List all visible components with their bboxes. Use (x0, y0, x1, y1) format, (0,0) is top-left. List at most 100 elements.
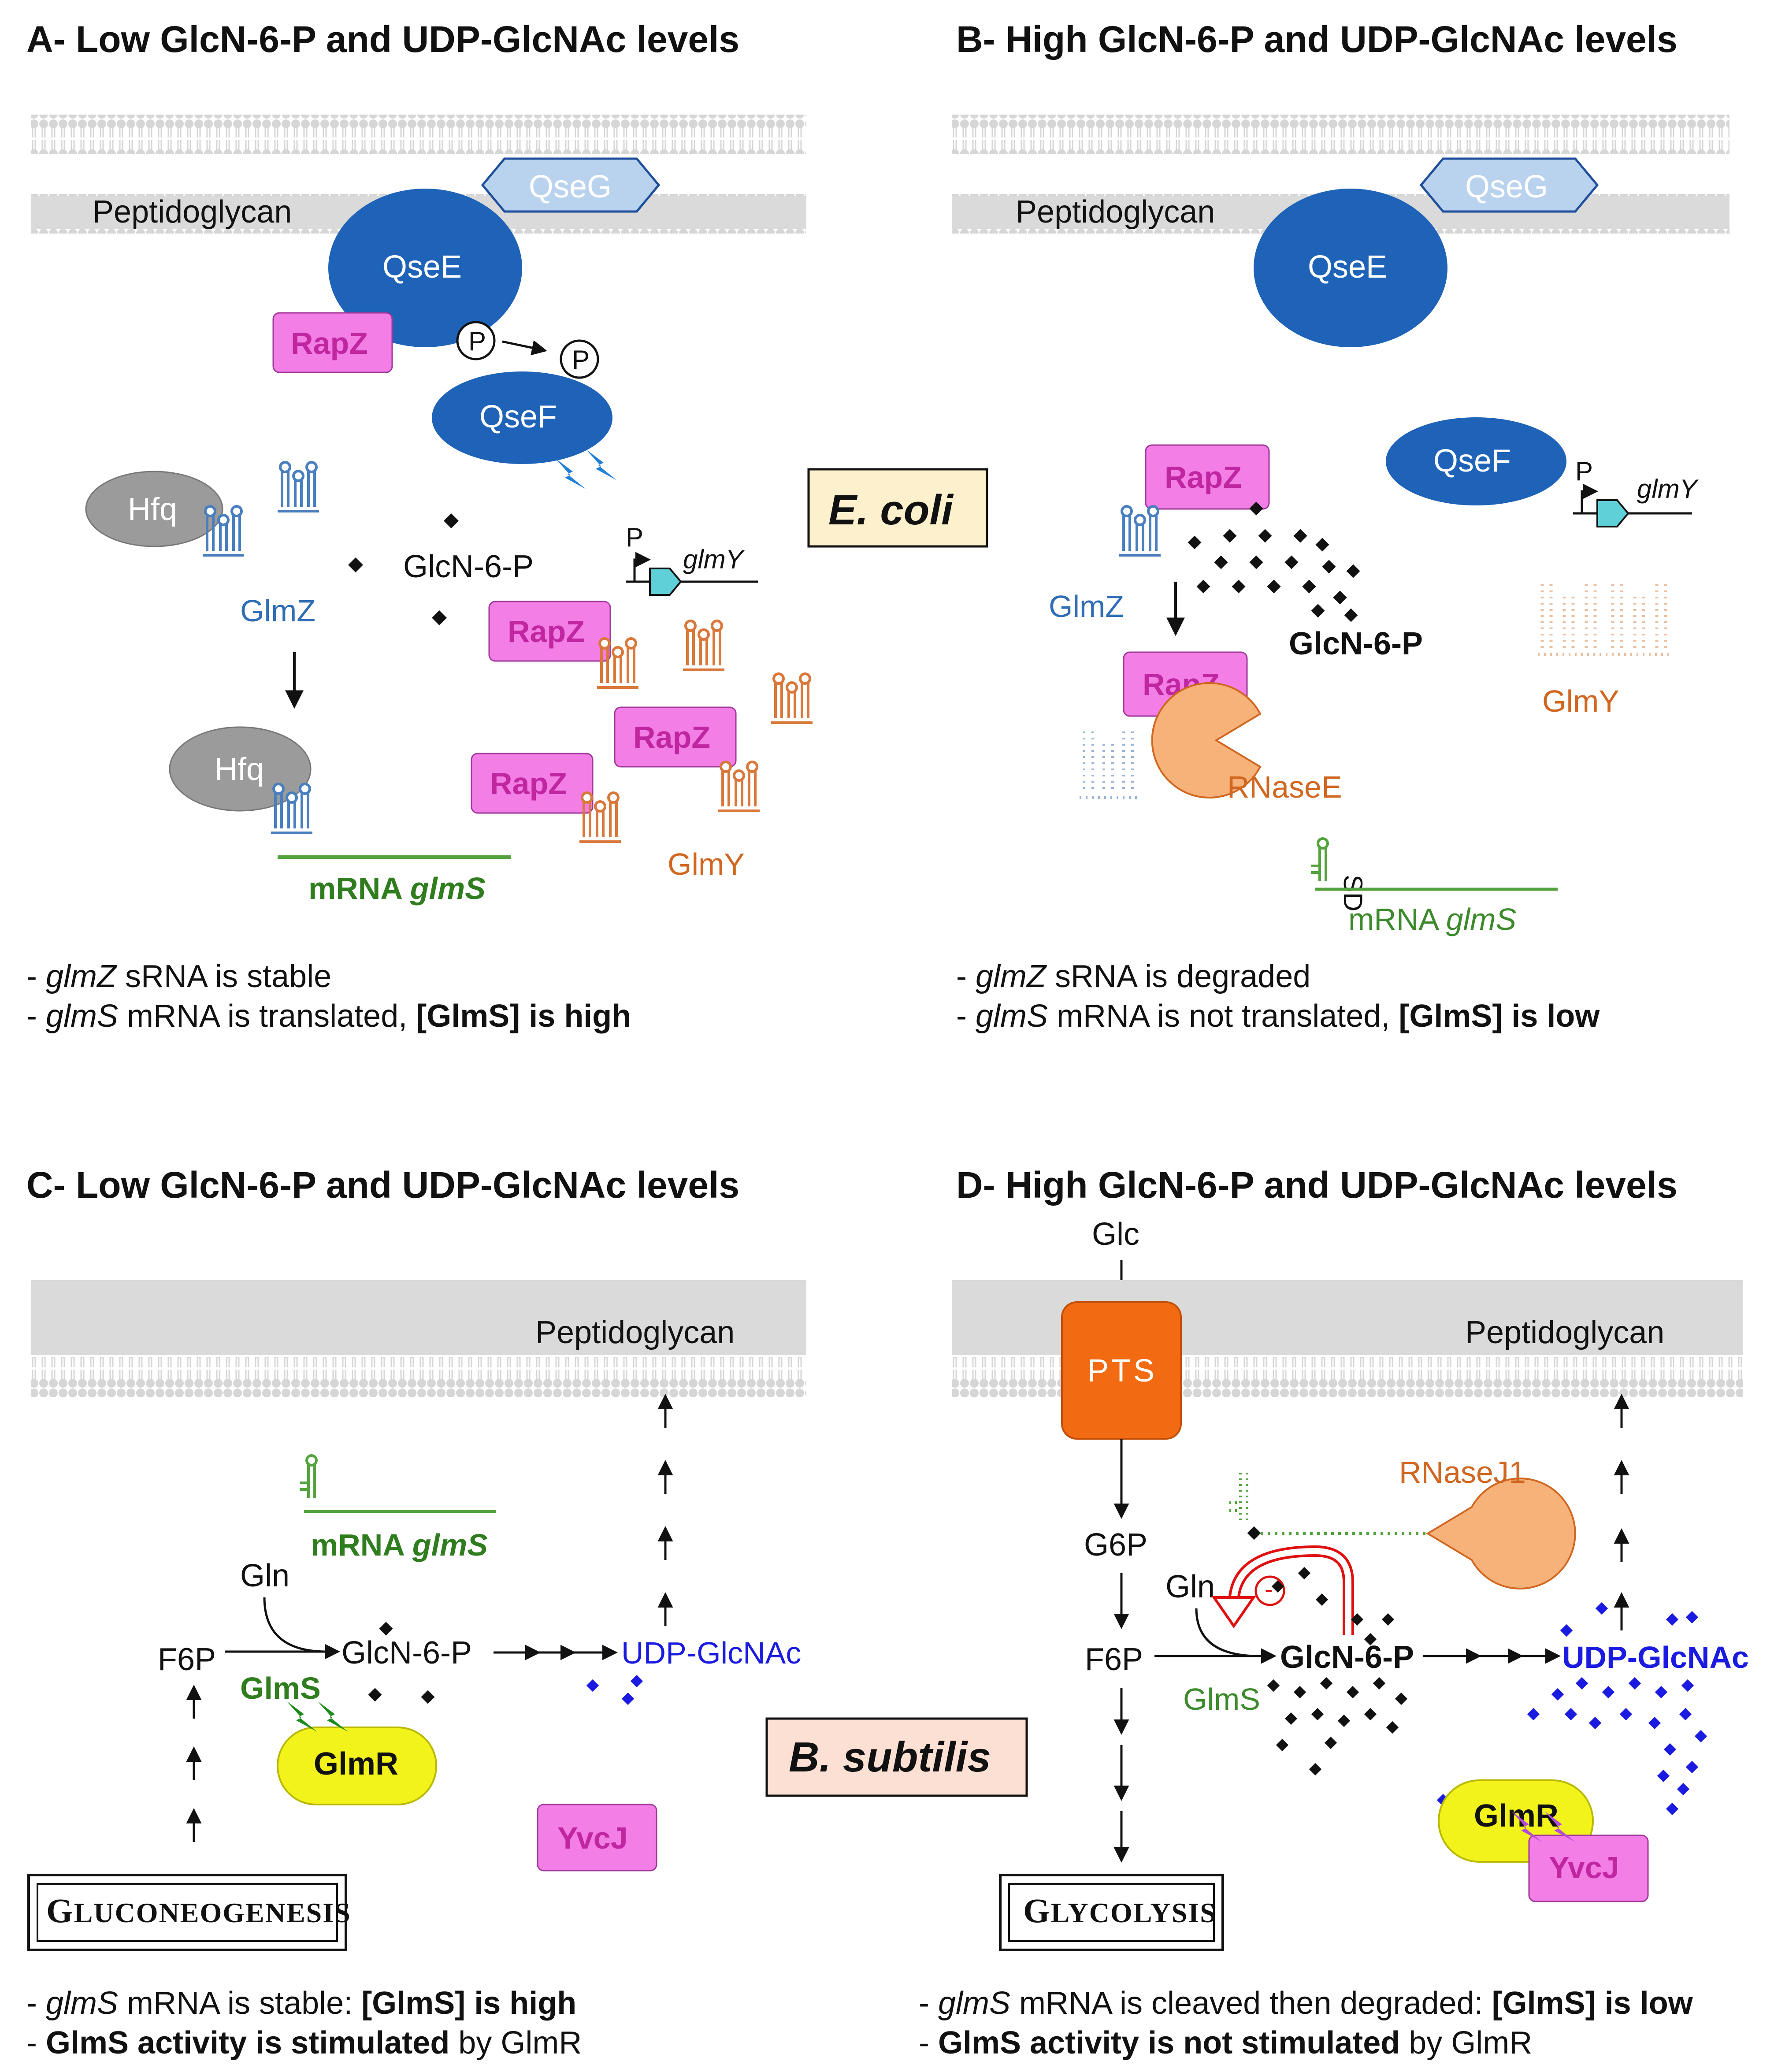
qsef-protein (1386, 417, 1566, 505)
qsef-label: QseF (1433, 443, 1511, 479)
mrna-glms-label: mRNA glmS (308, 871, 486, 906)
udp-glcnac-label: UDP-GlcNAc (621, 1636, 801, 1670)
glycolysis-box-inner (1008, 1883, 1215, 1942)
panel-a-title: A- Low GlcN-6-P and UDP-GlcNAc levels (26, 19, 739, 60)
glmy-degraded-rna (1538, 582, 1670, 656)
glmy-rna-5 (579, 793, 621, 842)
species-box-ecoli (807, 468, 988, 548)
yvcj-box (537, 1804, 657, 1871)
panel-b: B- High GlcN-6-P and UDP-GlcNAc levels P… (952, 19, 1729, 1034)
promoter-label: P (626, 523, 643, 552)
rapz-box-3 (614, 706, 737, 768)
glmy-rna-2 (683, 621, 724, 670)
gln-input-curve (263, 1597, 324, 1653)
species-box-bsub (765, 1717, 1028, 1797)
gln-label: Gln (1165, 1569, 1215, 1604)
glcn6p-cluster (1188, 501, 1360, 622)
yvcj-label: YvcJ (1549, 1850, 1619, 1885)
glcn6p-dot (444, 513, 459, 528)
glmz-label: GlmZ (1049, 589, 1124, 624)
sd-hairpin (1311, 839, 1328, 881)
glmy-gene-box (649, 568, 682, 596)
f6p-label: F6P (158, 1642, 216, 1677)
gluconeogenesis-box-inner (37, 1883, 338, 1942)
glmz-rna (1119, 506, 1161, 555)
inhibition-sign: - (1265, 1575, 1273, 1603)
qsee-label: QseE (382, 249, 462, 285)
rnasej1-label: RNaseJ1 (1399, 1455, 1526, 1489)
mrna-glms-label: mRNA glmS (1348, 902, 1516, 936)
panel-c-note-1: - glmS mRNA is stable: [GlmS] is high (26, 1986, 576, 2021)
hfq-label-1: Hfq (128, 492, 177, 527)
hfq-label-2: Hfq (215, 752, 264, 787)
udp-glcnac-label: UDP-GlcNAc (1562, 1640, 1749, 1675)
gln-label: Gln (240, 1558, 289, 1593)
qsee-protein (328, 189, 522, 347)
panel-d-note-1: - glmS mRNA is cleaved then degraded: [G… (919, 1986, 1693, 2021)
phospho-arrow (502, 340, 547, 356)
glcn6p-dot (421, 1690, 435, 1704)
glmy-rna-4 (718, 762, 760, 811)
udp-dot (621, 1692, 635, 1705)
glcn6p-cluster (1267, 1567, 1408, 1776)
glc-label: Glc (1092, 1217, 1139, 1252)
qseg-protein (1419, 157, 1599, 213)
qsee-protein (1254, 189, 1447, 347)
panel-a-note-1: - glmZ sRNA is stable (26, 959, 331, 994)
sd-label: SD (1338, 875, 1368, 911)
glmy-rna-1 (597, 639, 638, 687)
rapz-box-1 (1145, 444, 1270, 510)
activation-bolt-2 (586, 449, 617, 480)
rnasee-label: RNaseE (1227, 770, 1342, 804)
promoter-arrow (1581, 483, 1598, 513)
rnasee-pacman (1151, 682, 1262, 798)
glmr-label: GlmR (314, 1746, 398, 1782)
rapz-label-3: RapZ (633, 720, 710, 754)
panel-c: C- Low GlcN-6-P and UDP-GlcNAc levels Pe… (26, 1164, 1028, 2061)
glmy-label: GlmY (668, 847, 745, 881)
hfq-protein-1 (85, 471, 223, 547)
panel-a-note-2: - glmS mRNA is translated, [GlmS] is hig… (26, 999, 631, 1034)
glcn6p-label: GlcN-6-P (403, 549, 534, 584)
glcn6p-dot (379, 1622, 393, 1636)
qsef-label: QseF (479, 399, 557, 434)
glcn6p-dot (368, 1688, 382, 1702)
peptidoglycan-label: Peptidoglycan (1016, 194, 1215, 230)
phospho-label-1: P (468, 327, 486, 356)
promoter-arrow (633, 552, 651, 582)
yvcj-label: YvcJ (557, 1821, 628, 1855)
glmy-label: GlmY (1542, 684, 1619, 718)
feedback-arrow-fill (1231, 1548, 1351, 1635)
udp-dot (586, 1679, 599, 1692)
panel-d-title: D- High GlcN-6-P and UDP-GlcNAc levels (956, 1164, 1678, 1206)
qseg-label: QseG (1465, 169, 1548, 204)
rnasej1-pacman (1426, 1478, 1576, 1589)
qseg-protein (481, 157, 661, 213)
glms-label: GlmS (1183, 1682, 1260, 1716)
panel-c-note-2: - GlmS activity is stimulated by GlmR (26, 2025, 582, 2061)
peptidoglycan-layer (31, 1280, 806, 1355)
glcn6p-dot (432, 610, 447, 625)
glcn6p-dot (1247, 1526, 1261, 1540)
rapz-box-4 (471, 753, 594, 814)
glms-cleaved-mrna (1229, 1472, 1248, 1520)
qsee-label: QseE (1308, 249, 1387, 285)
species-ecoli: E. coli (828, 486, 954, 534)
phospho-label-2: P (572, 345, 590, 375)
outer-membrane (952, 115, 1729, 154)
rapz-label-1: RapZ (1165, 460, 1242, 494)
peptidoglycan-label: Peptidoglycan (93, 194, 292, 230)
rapz-box-1 (272, 312, 393, 373)
pts-label: PTS (1087, 1353, 1157, 1389)
species-bsub: B. subtilis (789, 1734, 991, 1781)
glcn6p-label: GlcN-6-P (1280, 1640, 1414, 1675)
glmy-gene-label: glmY (683, 545, 745, 574)
activation-bolt-1 (555, 458, 586, 489)
panel-b-note-1: - glmZ sRNA is degraded (956, 959, 1310, 994)
panel-d-note-2: - GlmS activity is not stimulated by Glm… (919, 2025, 1532, 2061)
rapz-label-2: RapZ (508, 614, 585, 649)
g6p-label: G6P (1084, 1527, 1147, 1563)
panel-a: A- Low GlcN-6-P and UDP-GlcNAc levels Pe… (26, 19, 988, 1034)
yvcj-box (1528, 1834, 1649, 1902)
